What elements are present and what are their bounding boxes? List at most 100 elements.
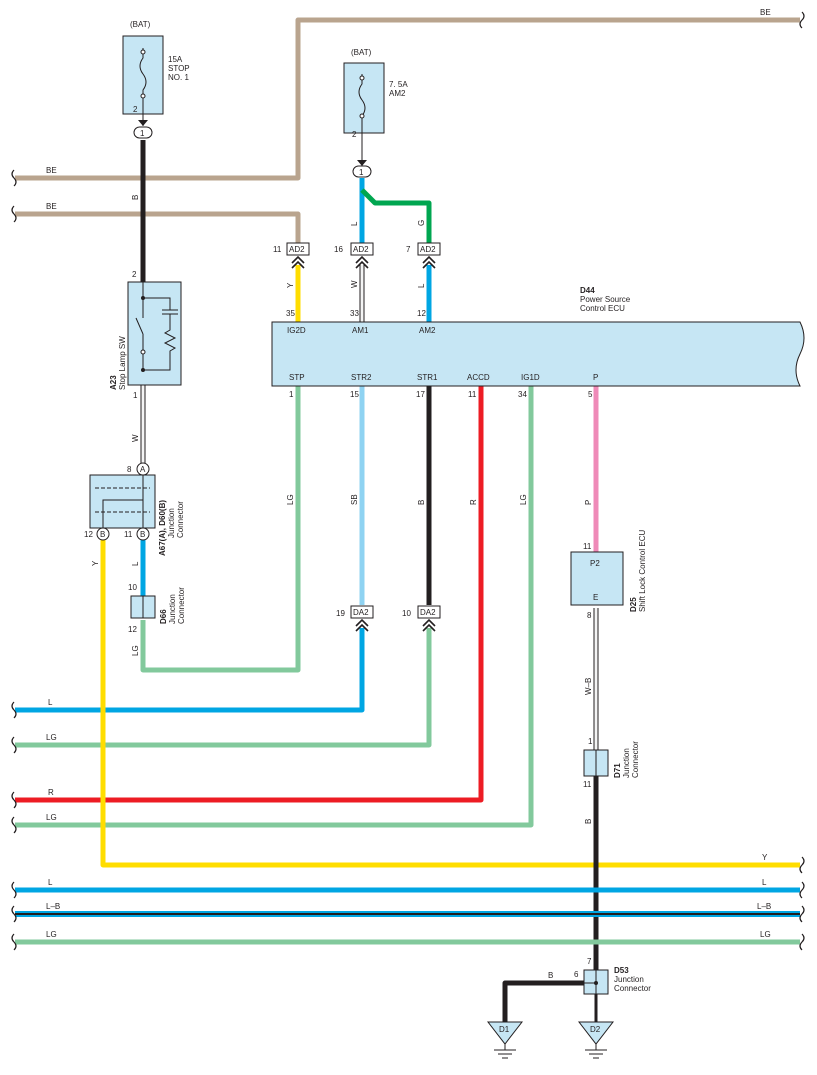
svg-text:B: B xyxy=(140,530,145,539)
chevron-up-icon xyxy=(355,618,369,632)
fuse-bat-label: (BAT) xyxy=(130,20,151,29)
svg-text:LG: LG xyxy=(46,813,57,822)
fuse-pin: 2 xyxy=(352,130,357,139)
wire-y-a67 xyxy=(100,540,800,868)
ground-d1: D1 xyxy=(486,1021,524,1059)
svg-text:Y: Y xyxy=(286,282,295,288)
ecu-box xyxy=(271,321,805,387)
ecu-box xyxy=(570,551,624,606)
wire-breaks xyxy=(11,11,805,951)
arrow-icon xyxy=(357,160,367,166)
svg-text:D2: D2 xyxy=(590,1025,601,1034)
svg-text:SB: SB xyxy=(350,494,359,505)
svg-text:STR2: STR2 xyxy=(351,373,372,382)
svg-text:P2: P2 xyxy=(590,559,600,568)
ground-icon xyxy=(585,1044,607,1059)
chevron-up-icon xyxy=(422,255,436,269)
svg-text:B: B xyxy=(417,500,426,505)
svg-text:16: 16 xyxy=(334,245,343,254)
svg-text:G: G xyxy=(417,220,426,226)
wire-be-top xyxy=(15,17,800,181)
connector-oval xyxy=(352,165,372,178)
svg-text:D71: D71 xyxy=(613,763,622,778)
connector-da2-19: 19 DA2 xyxy=(336,605,374,632)
svg-text:E: E xyxy=(593,593,598,602)
svg-text:1: 1 xyxy=(289,390,294,399)
resistor-icon xyxy=(163,314,177,360)
svg-text:AM1: AM1 xyxy=(352,326,369,335)
wire-g-am2 xyxy=(360,188,432,245)
svg-text:10: 10 xyxy=(402,609,411,618)
junction-d53: 7 6 D53 Junction Connector xyxy=(574,957,651,995)
svg-text:D1: D1 xyxy=(499,1025,510,1034)
svg-text:17: 17 xyxy=(416,390,425,399)
svg-text:STP: STP xyxy=(289,373,305,382)
svg-text:ACCD: ACCD xyxy=(467,373,490,382)
fuse-name-1: STOP xyxy=(168,64,190,73)
wire-labels: BE BE BE B Y W L L G W LG SB B R LG P Y … xyxy=(46,8,771,980)
wire-r-accd xyxy=(15,386,484,803)
fuse-stop-no1: (BAT) 15A STOP NO. 1 2 1 xyxy=(122,20,190,139)
arrow-icon xyxy=(138,120,148,126)
svg-text:AD2: AD2 xyxy=(420,245,436,254)
svg-text:A: A xyxy=(140,465,146,474)
svg-text:L–B: L–B xyxy=(757,902,771,911)
svg-text:1: 1 xyxy=(133,391,138,400)
connector-da2-10: 10 DA2 xyxy=(402,605,441,632)
fuse-amp: 7. 5A xyxy=(389,80,408,89)
svg-text:35: 35 xyxy=(286,309,295,318)
connector-label: 1 xyxy=(359,168,364,177)
svg-text:Shift Lock Control ECU: Shift Lock Control ECU xyxy=(638,530,647,612)
svg-text:12: 12 xyxy=(84,530,93,539)
svg-text:AD2: AD2 xyxy=(353,245,369,254)
svg-text:B: B xyxy=(548,971,553,980)
da2-connectors: 19 DA2 10 DA2 xyxy=(336,605,441,632)
chevron-up-icon xyxy=(291,255,305,269)
svg-text:12: 12 xyxy=(417,309,426,318)
svg-text:L: L xyxy=(417,283,426,288)
ecu-id: D44 xyxy=(580,286,595,295)
svg-text:P: P xyxy=(584,500,593,505)
switch-icon xyxy=(135,282,171,371)
fuse-name-1: AM2 xyxy=(389,89,406,98)
svg-text:W–B: W–B xyxy=(584,678,593,695)
ecu-d44: D44 Power Source Control ECU 35 33 12 IG… xyxy=(271,286,805,399)
connector-ad2-7: 7 AD2 xyxy=(406,242,441,269)
svg-text:Junction: Junction xyxy=(168,594,177,624)
svg-text:Y: Y xyxy=(91,560,100,566)
fuse-name-2: NO. 1 xyxy=(168,73,189,82)
junction-d71: 1 11 D71 Junction Connector xyxy=(583,737,640,789)
svg-text:34: 34 xyxy=(518,390,527,399)
connector-ad2-16: 16 AD2 xyxy=(334,242,374,269)
svg-text:DA2: DA2 xyxy=(353,608,369,617)
svg-text:10: 10 xyxy=(128,583,137,592)
ground-d2: D2 xyxy=(577,1021,615,1059)
ecu-name-1: Power Source xyxy=(580,295,631,304)
connector-oval xyxy=(133,126,153,139)
svg-text:P: P xyxy=(593,373,598,382)
chevron-up-icon xyxy=(355,255,369,269)
svg-text:Junction: Junction xyxy=(622,748,631,778)
svg-text:Connector: Connector xyxy=(177,587,186,624)
wires xyxy=(15,17,800,1022)
svg-text:6: 6 xyxy=(574,970,579,979)
fuse-box xyxy=(343,62,385,134)
junction-a67-d60: 8 A B B 12 11 A67(A), D60(B) Junction Co… xyxy=(84,462,185,556)
svg-text:19: 19 xyxy=(336,609,345,618)
a23-id: A23 xyxy=(109,375,118,390)
wire-lg-da2-10 xyxy=(15,628,432,748)
wire-lg-ig1d xyxy=(15,386,534,828)
svg-text:BE: BE xyxy=(46,202,57,211)
svg-text:D66: D66 xyxy=(159,609,168,624)
svg-text:BE: BE xyxy=(760,8,771,17)
switch-box xyxy=(127,281,182,386)
svg-text:LG: LG xyxy=(46,930,57,939)
svg-text:L: L xyxy=(48,698,53,707)
svg-text:Junction: Junction xyxy=(614,975,644,984)
svg-text:Connector: Connector xyxy=(614,984,651,993)
svg-text:AM2: AM2 xyxy=(419,326,436,335)
ground-triangle-icon xyxy=(486,1021,524,1045)
ecu-name-2: Control ECU xyxy=(580,304,625,313)
stop-lamp-switch-a23: 2 1 A23 Stop Lamp SW xyxy=(109,270,182,400)
